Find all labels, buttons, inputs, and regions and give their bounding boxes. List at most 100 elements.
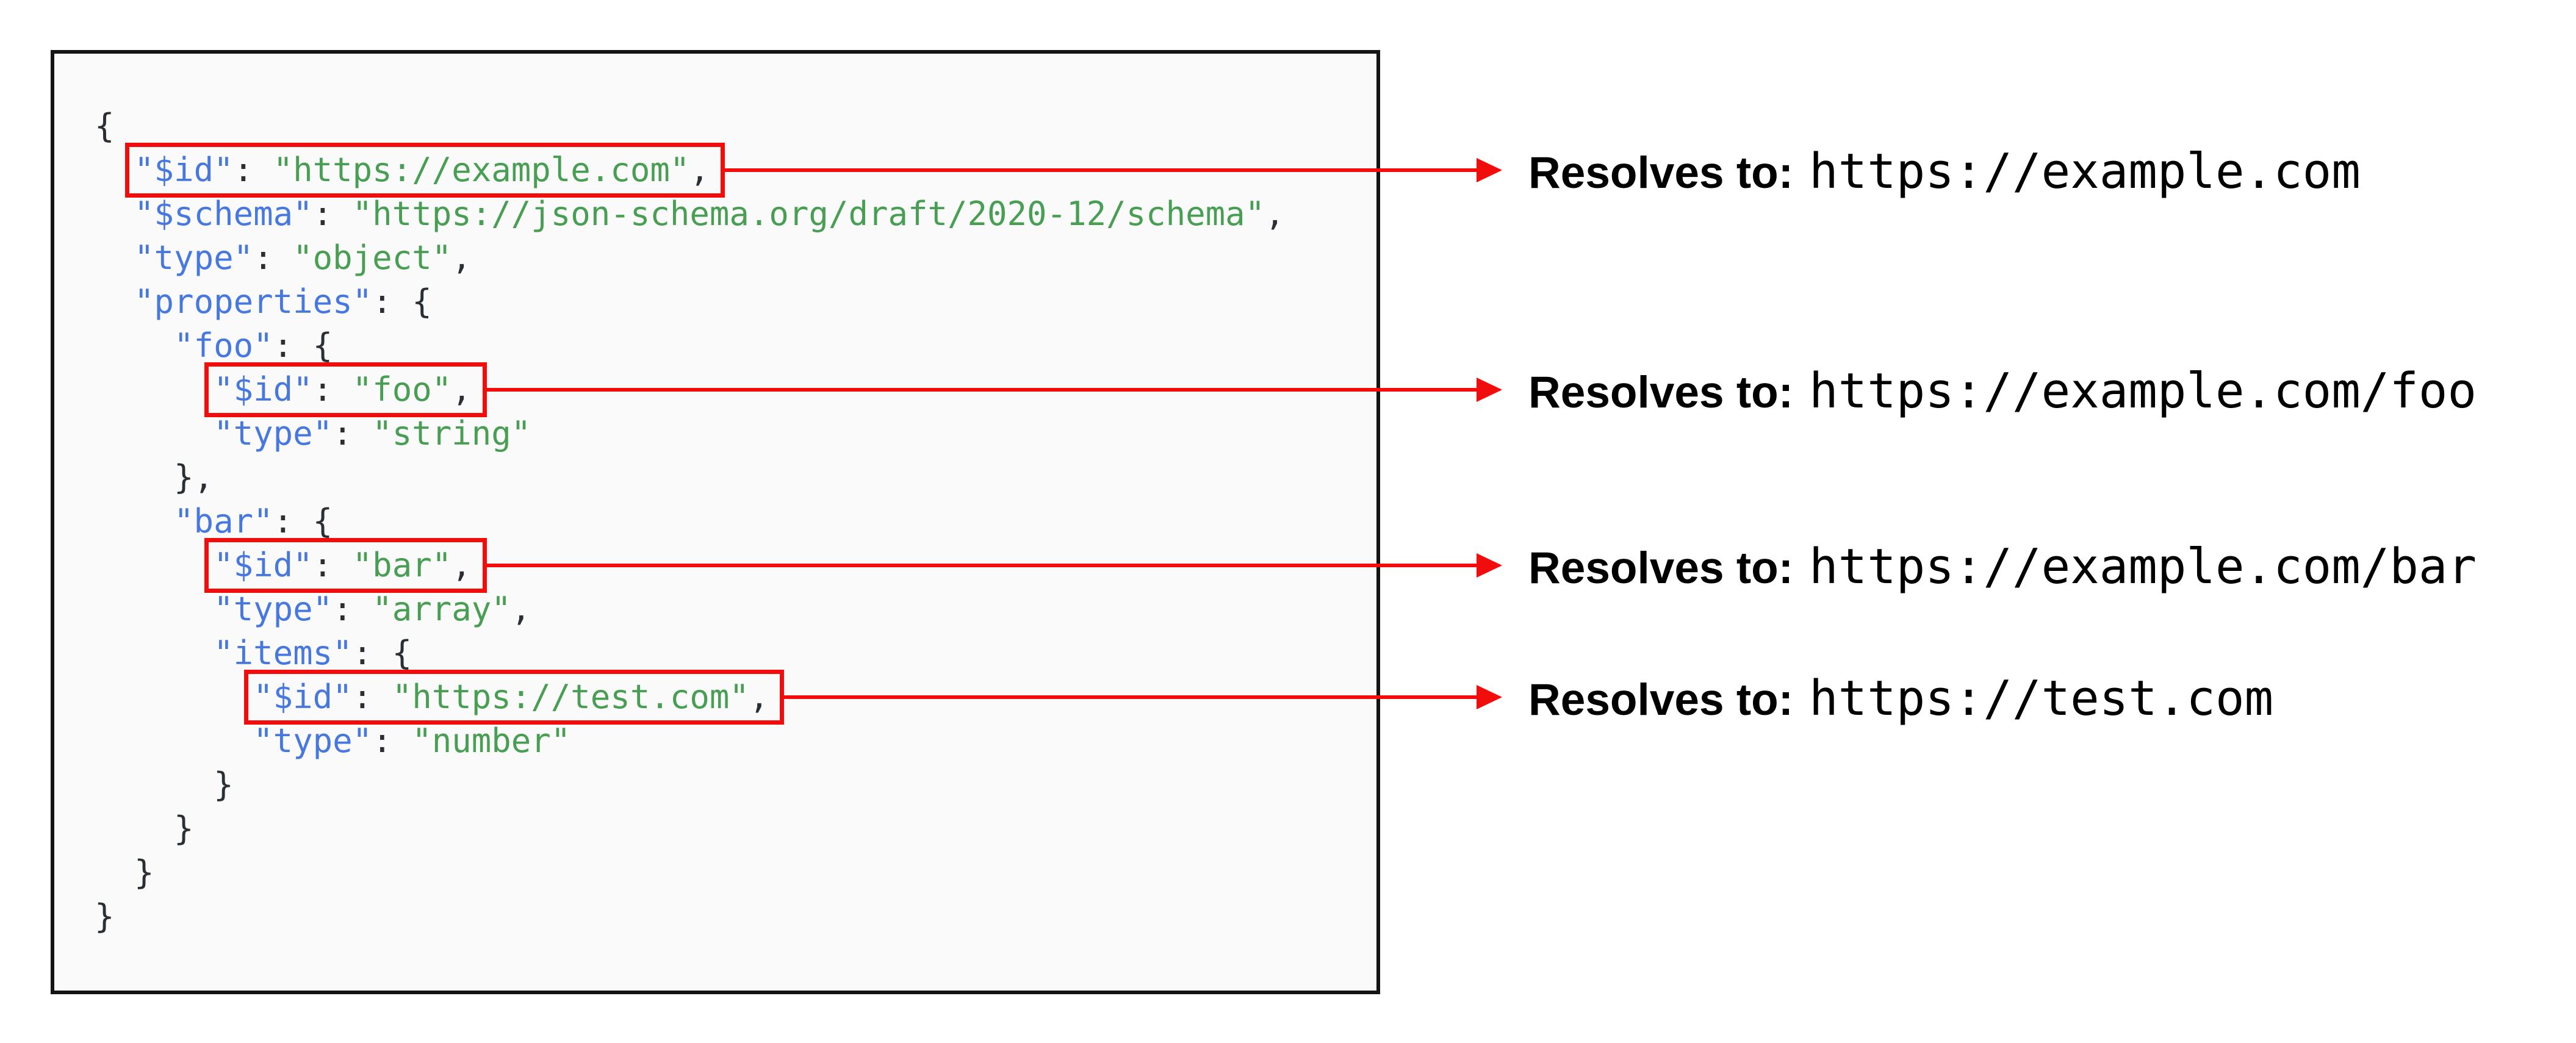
json-punct: : xyxy=(233,151,273,189)
json-punct: : xyxy=(352,678,392,716)
indent xyxy=(95,809,174,848)
indent xyxy=(95,414,214,453)
json-punct: } xyxy=(134,853,154,892)
annotation-row: Resolves to: https://example.com/foo xyxy=(1528,363,2477,419)
code-line: { xyxy=(95,104,1376,148)
highlighted-code: "$id": "foo", xyxy=(214,370,472,409)
annotation-url: https://example.com/bar xyxy=(1809,538,2477,595)
json-string: "bar" xyxy=(352,546,452,584)
json-string: "array" xyxy=(372,590,511,628)
json-key: "$id" xyxy=(253,678,353,716)
json-string: "https://test.com" xyxy=(392,678,749,716)
json-punct: : xyxy=(312,195,353,233)
highlighted-code: "$id": "https://test.com", xyxy=(253,678,769,716)
indent xyxy=(95,195,134,233)
code-line: } xyxy=(95,763,1376,807)
json-string: "string" xyxy=(372,414,531,453)
json-key: "type" xyxy=(253,722,373,760)
json-string: "number" xyxy=(412,722,571,760)
json-key: "foo" xyxy=(174,326,273,365)
annotation-label: Resolves to: xyxy=(1528,148,1794,198)
json-punct: : { xyxy=(372,282,432,321)
indent xyxy=(95,370,214,409)
json-punct: : xyxy=(312,370,353,409)
code-line: "$id": "bar", xyxy=(95,543,1376,587)
arrow-head-icon xyxy=(1477,553,1502,578)
indent xyxy=(95,590,214,628)
json-punct: { xyxy=(95,107,115,145)
json-string: "https://json-schema.org/draft/2020-12/s… xyxy=(352,195,1265,233)
annotation-label: Resolves to: xyxy=(1528,367,1794,417)
json-punct: } xyxy=(214,765,234,804)
annotation-row: Resolves to: https://example.com/bar xyxy=(1528,539,2477,595)
code-line: } xyxy=(95,851,1376,895)
json-key: "$schema" xyxy=(134,195,313,233)
code-line: "type": "array", xyxy=(95,587,1376,631)
json-key: "$id" xyxy=(134,151,234,189)
code-line: "items": { xyxy=(95,631,1376,675)
json-punct: : xyxy=(372,722,412,760)
arrow-head-icon xyxy=(1477,684,1502,709)
indent xyxy=(95,151,134,189)
indent xyxy=(95,678,253,716)
json-punct: , xyxy=(749,678,769,716)
code-block: { "$id": "https://example.com", "$schema… xyxy=(54,54,1376,939)
indent xyxy=(95,546,214,584)
json-punct: , xyxy=(689,151,710,189)
json-string: "https://example.com" xyxy=(273,151,690,189)
json-punct: , xyxy=(452,370,472,409)
json-punct: , xyxy=(452,238,472,277)
json-key: "$id" xyxy=(214,370,313,409)
indent xyxy=(95,458,174,496)
json-punct: , xyxy=(452,546,472,584)
code-line: "bar": { xyxy=(95,500,1376,543)
highlighted-code: "$id": "https://example.com", xyxy=(134,151,710,189)
json-punct: } xyxy=(174,809,194,848)
code-line: } xyxy=(95,895,1376,939)
highlighted-code: "$id": "bar", xyxy=(214,546,472,584)
code-line: "$id": "https://test.com", xyxy=(95,675,1376,719)
json-string: "foo" xyxy=(352,370,452,409)
indent xyxy=(95,722,253,760)
json-key: "type" xyxy=(214,414,333,453)
code-line: "type": "object", xyxy=(95,236,1376,280)
json-string: "object" xyxy=(293,238,452,277)
arrow-head-icon xyxy=(1477,377,1502,402)
code-line: "properties": { xyxy=(95,280,1376,324)
code-line: "foo": { xyxy=(95,324,1376,368)
json-punct: }, xyxy=(174,458,214,496)
json-punct: : xyxy=(333,414,373,453)
code-line: "$id": "foo", xyxy=(95,368,1376,412)
json-punct: : { xyxy=(273,502,333,540)
annotation-url: https://test.com xyxy=(1809,670,2274,726)
indent xyxy=(95,282,134,321)
json-key: "bar" xyxy=(174,502,273,540)
json-punct: , xyxy=(1265,195,1285,233)
code-line: "$id": "https://example.com", xyxy=(95,148,1376,192)
indent xyxy=(95,238,134,277)
annotation-row: Resolves to: https://test.com xyxy=(1528,670,2273,726)
indent xyxy=(95,765,214,804)
json-punct: : xyxy=(333,590,373,628)
indent xyxy=(95,634,214,672)
annotation-url: https://example.com xyxy=(1809,143,2361,199)
annotation-label: Resolves to: xyxy=(1528,675,1794,725)
json-key: "type" xyxy=(134,238,254,277)
code-line: "type": "string" xyxy=(95,412,1376,456)
json-punct: : xyxy=(312,546,353,584)
json-key: "items" xyxy=(214,634,353,672)
code-line: }, xyxy=(95,456,1376,500)
annotation-label: Resolves to: xyxy=(1528,543,1794,593)
json-key: "type" xyxy=(214,590,333,628)
json-punct: , xyxy=(511,590,531,628)
json-schema-code-panel: { "$id": "https://example.com", "$schema… xyxy=(51,50,1380,994)
code-line: } xyxy=(95,807,1376,851)
json-punct: : { xyxy=(352,634,412,672)
json-punct: : xyxy=(253,238,293,277)
code-line: "$schema": "https://json-schema.org/draf… xyxy=(95,192,1376,236)
json-punct: : { xyxy=(273,326,333,365)
annotation-url: https://example.com/foo xyxy=(1809,362,2477,419)
json-key: "properties" xyxy=(134,282,373,321)
indent xyxy=(95,853,134,892)
annotation-row: Resolves to: https://example.com xyxy=(1528,143,2361,199)
